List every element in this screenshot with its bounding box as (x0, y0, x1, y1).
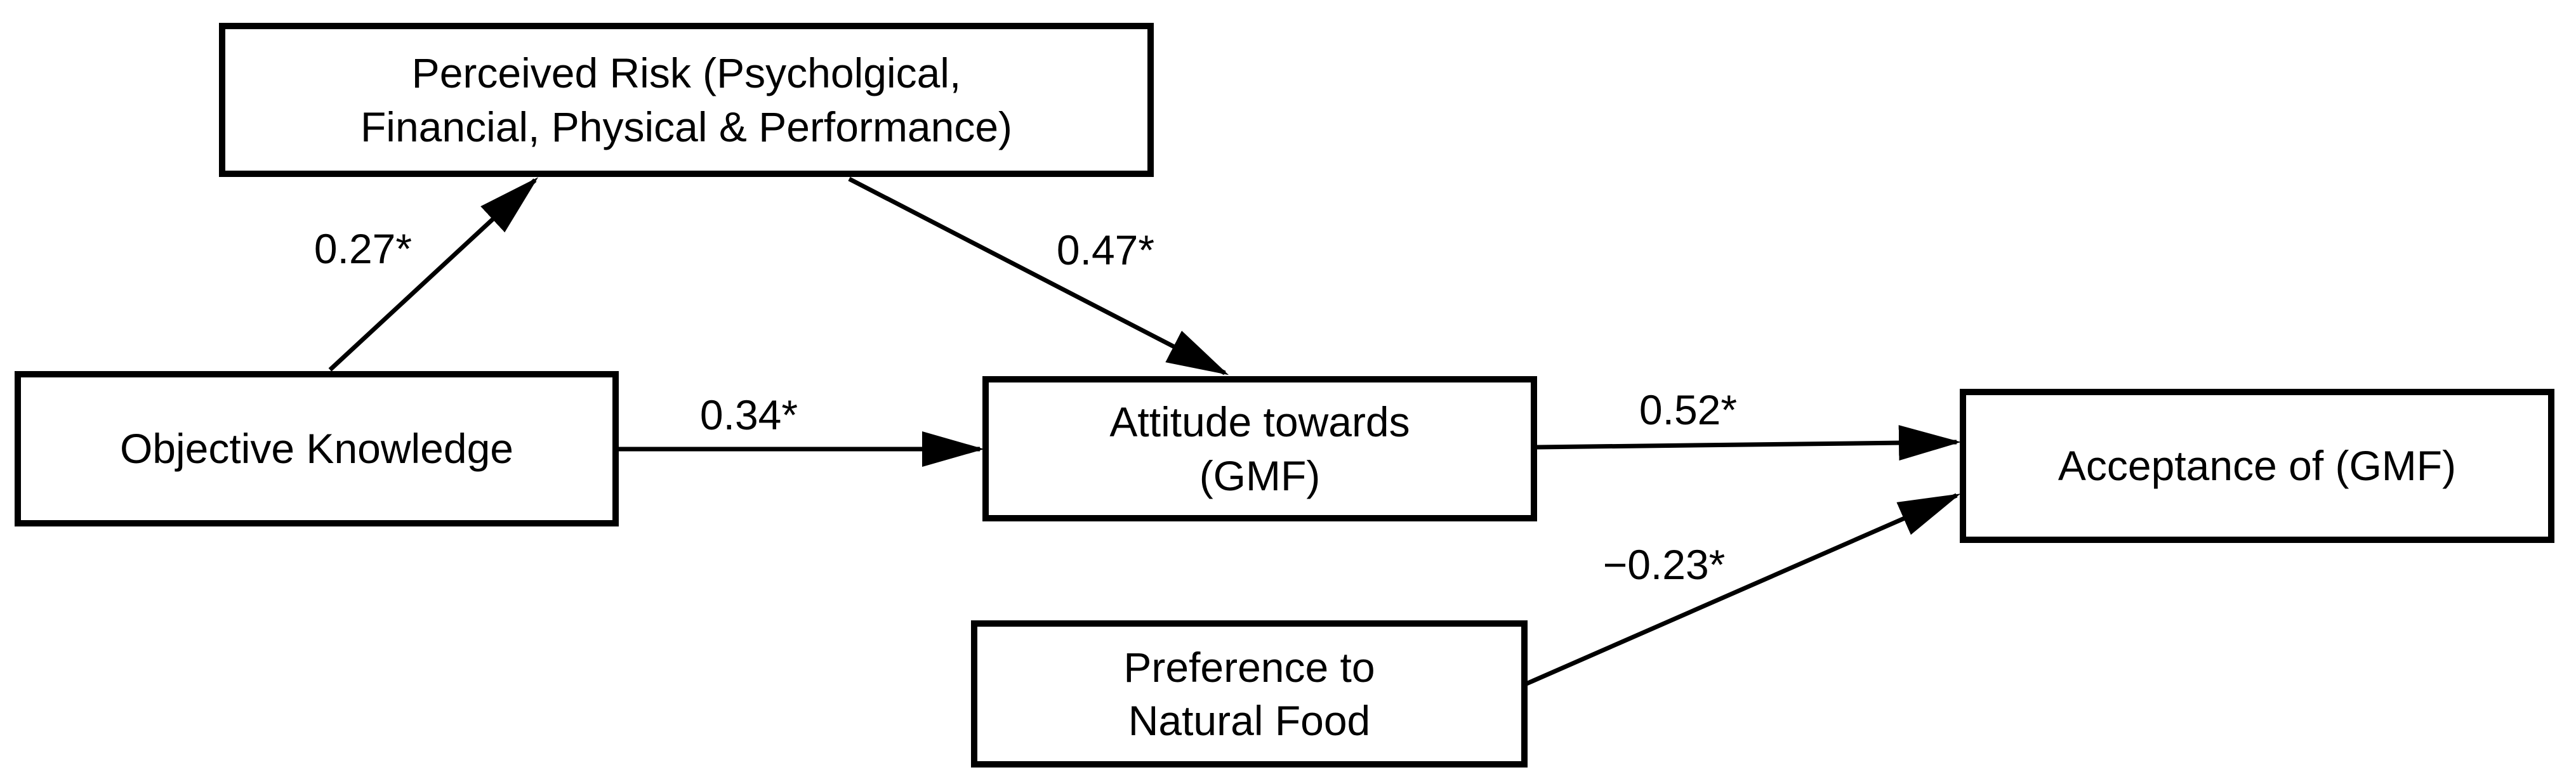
coefficient-preference-natural-food-to-acceptance-gmf: −0.23* (1602, 541, 1726, 588)
node-attitude-gmf: Attitude towards (GMF) (982, 376, 1537, 521)
node-preference-natural-food: Preference to Natural Food (971, 620, 1528, 768)
node-preference-natural-food-label: Preference to Natural Food (1123, 643, 1375, 744)
coefficient-objective-knowledge-to-attitude-gmf: 0.34* (699, 391, 798, 438)
arrow-perceived-risk-to-attitude-gmf (848, 176, 1229, 376)
node-perceived-risk: Perceived Risk (Psycholgical, Financial,… (219, 23, 1154, 177)
arrow-objective-knowledge-to-perceived-risk (328, 177, 539, 372)
node-objective-knowledge-label: Objective Knowledge (119, 425, 514, 473)
node-perceived-risk-label: Perceived Risk (Psycholgical, Financial,… (360, 49, 1013, 150)
coefficient-perceived-risk-to-attitude-gmf: 0.47* (1056, 226, 1155, 273)
arrow-preference-natural-food-to-acceptance-gmf (1525, 493, 1961, 686)
node-acceptance-gmf-label: Acceptance of (GMF) (2057, 442, 2457, 490)
node-objective-knowledge: Objective Knowledge (15, 371, 619, 526)
node-acceptance-gmf: Acceptance of (GMF) (1960, 389, 2554, 543)
coefficient-objective-knowledge-to-perceived-risk: 0.27* (314, 225, 413, 272)
coefficient-attitude-gmf-to-acceptance-gmf: 0.52* (1639, 386, 1738, 433)
arrow-attitude-gmf-to-acceptance-gmf (1536, 425, 1961, 461)
node-attitude-gmf-label: Attitude towards (GMF) (1109, 398, 1410, 499)
